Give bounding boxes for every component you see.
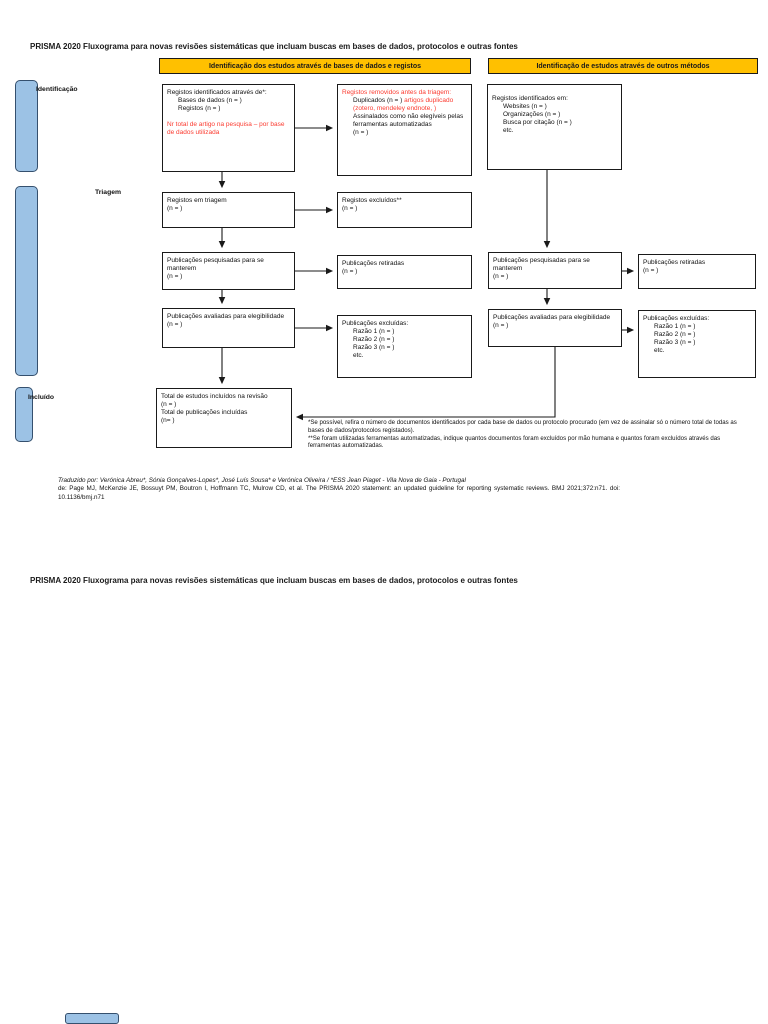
box-records-excluded: Registos excluídos** (n = ) — [337, 192, 472, 228]
box-line: Bases de dados (n = ) — [178, 96, 242, 104]
box-line: Razão 1 (n = ) — [654, 322, 696, 330]
box-line: Registos excluídos** — [342, 197, 402, 204]
box-reports-not-retrieved-other: Publicações retiradas (n = ) — [638, 254, 756, 289]
box-line: Total de estudos incluídos na revisão — [161, 393, 268, 400]
box-line: Registos (n = ) — [178, 104, 221, 112]
box-reports-sought-databases: Publicações pesquisadas para se manterem… — [162, 252, 295, 290]
box-records-screened: Registos em triagem (n = ) — [162, 192, 295, 228]
page-title-second-page: PRISMA 2020 Fluxograma para novas revisõ… — [30, 576, 518, 585]
box-reports-not-retrieved-databases: Publicações retiradas (n = ) — [337, 255, 472, 289]
box-line: (n = ) — [342, 204, 358, 212]
box-reports-excluded-other: Publicações excluídas: Razão 1 (n = ) Ra… — [638, 310, 756, 378]
box-line: Publicações retiradas — [643, 259, 706, 266]
box-line: Publicações retiradas — [342, 260, 405, 267]
box-line: (n = ) — [167, 272, 183, 280]
phase-label-included: Incluído — [28, 394, 55, 401]
page-title: PRISMA 2020 Fluxograma para novas revisõ… — [30, 42, 518, 51]
box-line: Publicações pesquisadas para se manterem — [167, 257, 264, 272]
box-line: Websites (n = ) — [503, 102, 547, 110]
box-records-removed: Registos removidos antes da triagem: Dup… — [337, 84, 472, 176]
box-line: Razão 2 (n = ) — [353, 335, 395, 343]
box-line: (n = ) — [342, 267, 358, 275]
box-line-segment: Duplicados (n = ) — [353, 96, 405, 104]
box-line: Razão 3 (n = ) — [353, 343, 395, 351]
box-line: (n = ) — [493, 272, 509, 280]
box-other-records-identified: Registos identificados em: Websites (n =… — [487, 84, 622, 170]
footnote-asterisk: *Se possível, refira o número de documen… — [308, 419, 737, 434]
phase-bar-fragment-next-page — [65, 1013, 119, 1024]
box-line: Registos em triagem — [167, 197, 227, 204]
footnote-double-asterisk: **Se foram utilizadas ferramentas automa… — [308, 434, 721, 450]
box-line: Razão 2 (n = ) — [654, 330, 696, 338]
box-line: Publicações pesquisadas para se manterem — [493, 257, 590, 272]
box-line: Publicações excluídas: — [643, 315, 710, 322]
box-line: Registos removidos antes da triagem: — [342, 89, 452, 96]
box-line: Razão 1 (n = ) — [353, 327, 395, 335]
box-records-identified: Registos identificados através de*: Base… — [162, 84, 295, 172]
credits-translators: Traduzido por: Verónica Abreu*, Sónia Go… — [58, 477, 466, 484]
box-line: (n = ) — [643, 266, 659, 274]
credits-citation: de: Page MJ, McKenzie JE, Bossuyt PM, Bo… — [58, 485, 620, 501]
box-line: Duplicados (n = ) artigos duplicado (zot… — [342, 97, 467, 113]
box-line: Publicações excluídas: — [342, 320, 409, 327]
box-total-included: Total de estudos incluídos na revisão (n… — [156, 388, 292, 448]
phase-bar-identification — [15, 80, 38, 172]
box-line: (n = ) — [161, 400, 177, 408]
box-line: (n = ) — [353, 128, 369, 136]
box-line: Publicações avaliadas para elegibilidade — [493, 314, 611, 321]
box-line: (n = ) — [167, 204, 183, 212]
box-line: etc. — [503, 126, 514, 134]
box-line: Registos identificados em: — [492, 95, 568, 102]
box-reports-sought-other: Publicações pesquisadas para se manterem… — [488, 252, 622, 289]
box-line: Publicações avaliadas para elegibilidade — [167, 313, 285, 320]
box-line: (n= ) — [161, 416, 175, 424]
phase-label-screening: Triagem — [95, 189, 122, 196]
banner-databases-registers: Identificação dos estudos através de bas… — [159, 58, 471, 74]
box-line: Organizações (n = ) — [503, 110, 561, 118]
footnotes: *Se possível, refira o número de documen… — [308, 419, 750, 450]
box-line: Busca por citação (n = ) — [503, 118, 572, 126]
banner-other-methods: Identificação de estudos através de outr… — [488, 58, 758, 74]
credits: Traduzido por: Verónica Abreu*, Sónia Go… — [58, 477, 620, 502]
box-note-red: Nr total de artigo na pesquisa – por bas… — [167, 120, 285, 136]
box-line: Registos identificados através de*: — [167, 89, 267, 96]
box-line: etc. — [353, 351, 364, 359]
phase-bar-screening — [15, 186, 38, 376]
box-line: Assinalados como não elegíveis pelas fer… — [353, 112, 464, 128]
box-line-segment-red: artigos duplicado (zotero, mendeley endn… — [353, 96, 454, 112]
box-line: (n = ) — [167, 320, 183, 328]
box-reports-assessed-other: Publicações avaliadas para elegibilidade… — [488, 309, 622, 347]
box-line: Total de publicações incluídas — [161, 408, 248, 416]
phase-bar-included — [15, 387, 33, 442]
box-line: Razão 3 (n = ) — [654, 338, 696, 346]
box-reports-assessed-databases: Publicações avaliadas para elegibilidade… — [162, 308, 295, 348]
box-reports-excluded-databases: Publicações excluídas: Razão 1 (n = ) Ra… — [337, 315, 472, 378]
box-line: (n = ) — [493, 321, 509, 329]
box-line: etc. — [654, 346, 665, 354]
phase-label-identification: Identificação — [36, 86, 78, 93]
